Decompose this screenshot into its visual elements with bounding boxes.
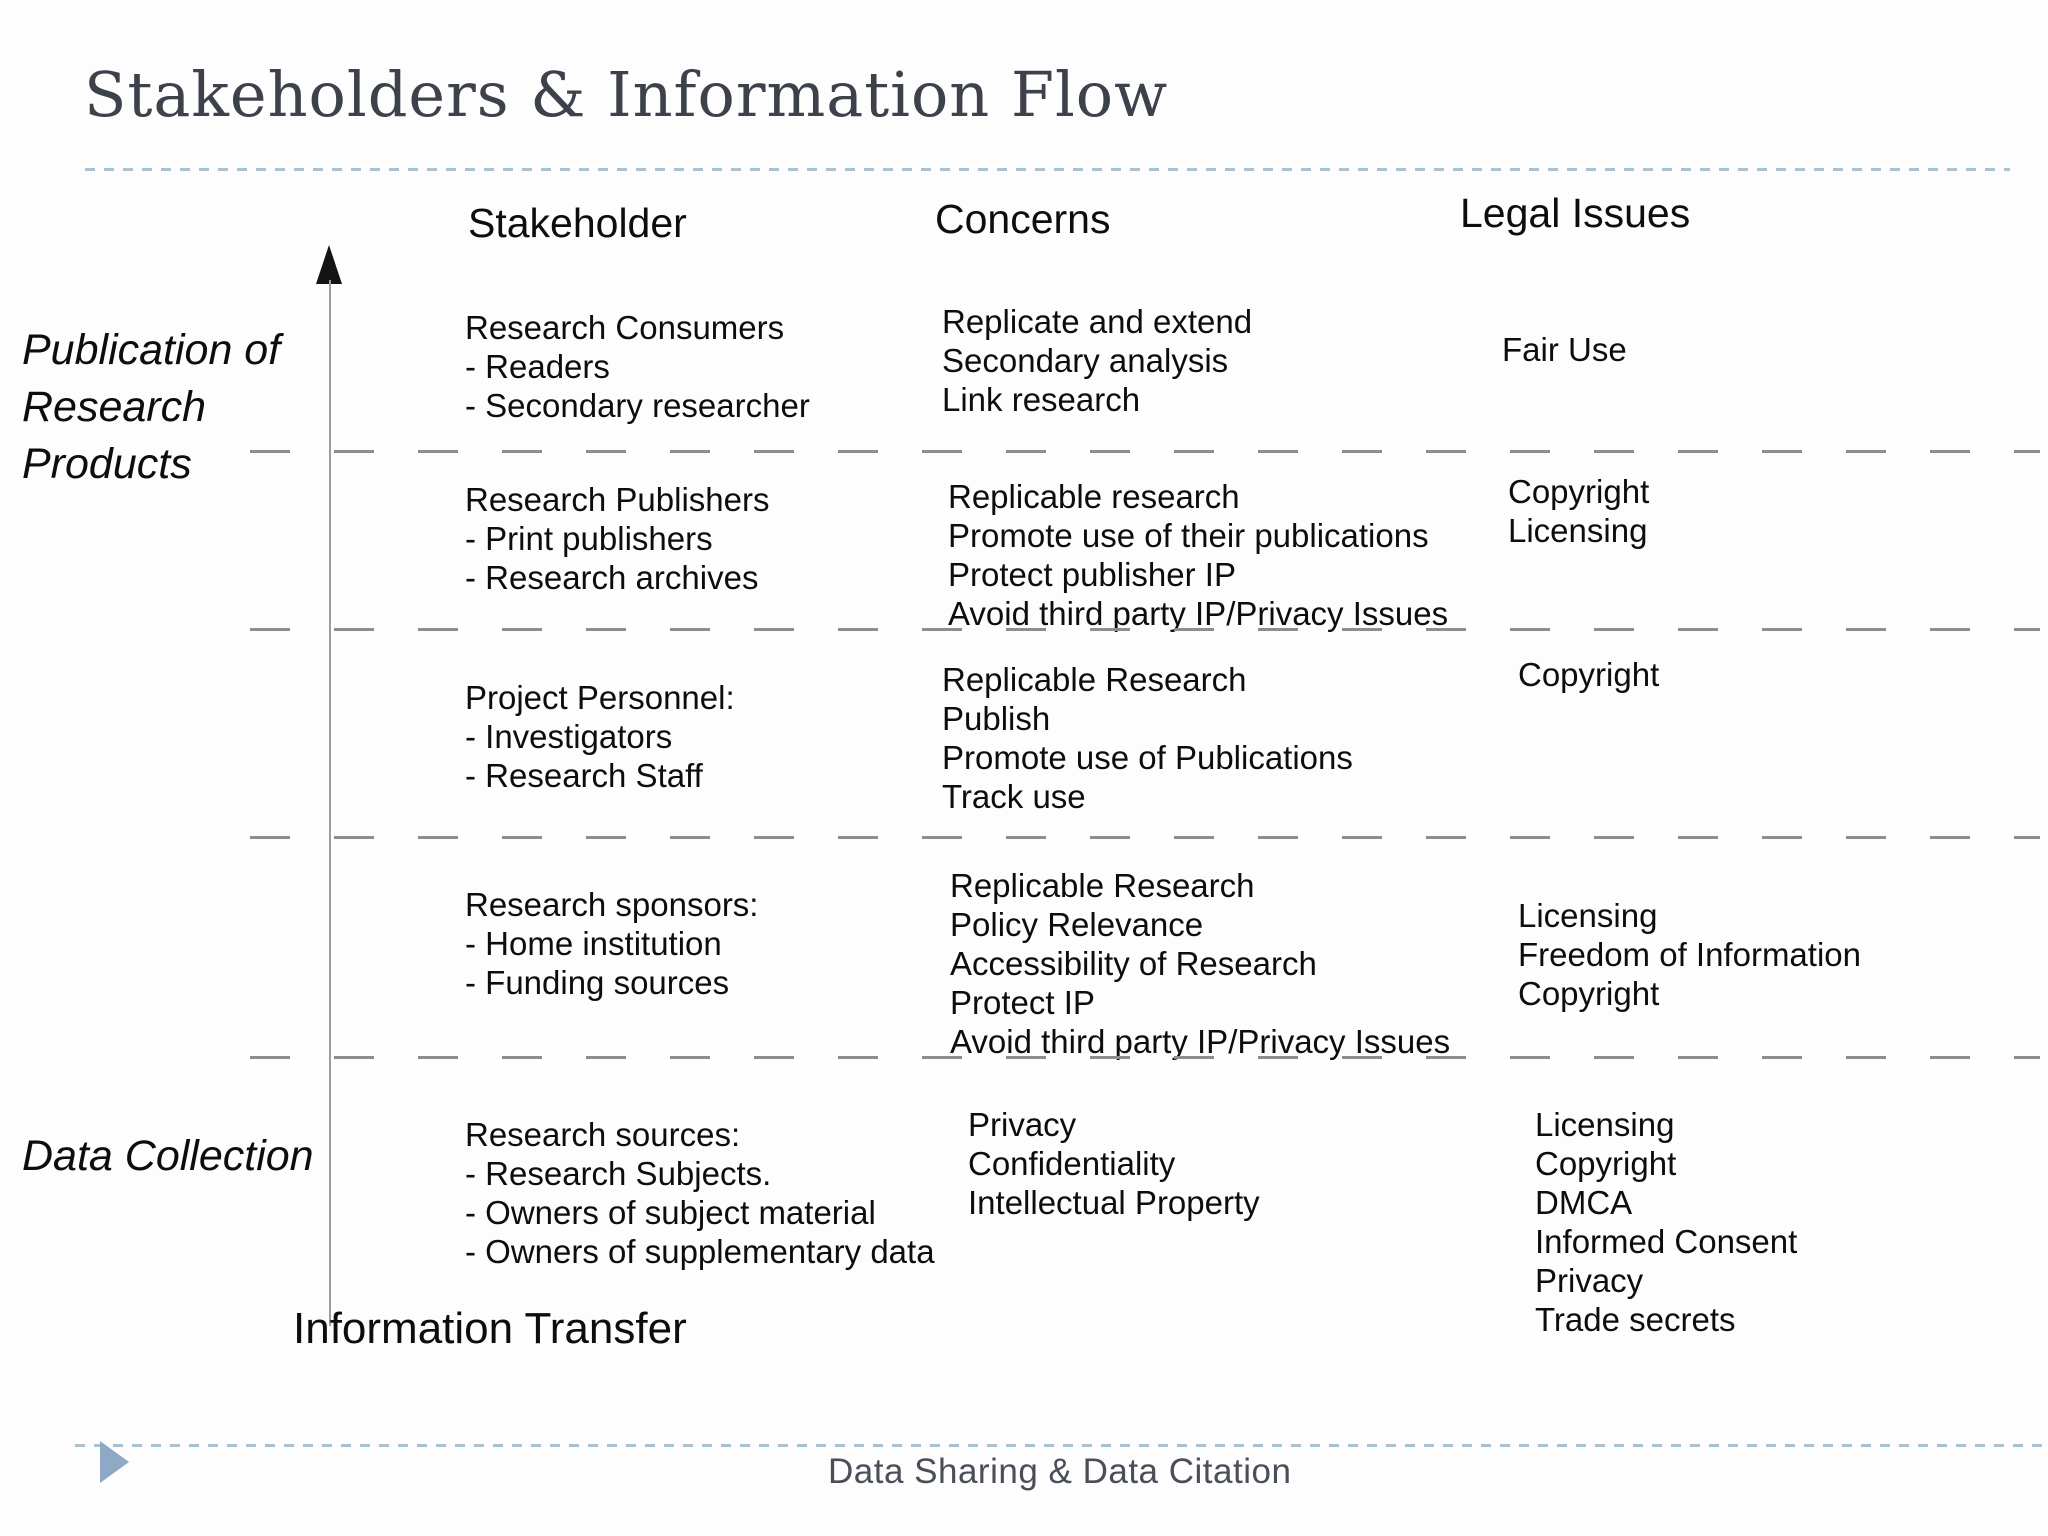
concerns-cell: Replicable Research Publish Promote use … xyxy=(942,661,1353,815)
stakeholder-cell: Project Personnel: - Investigators - Res… xyxy=(465,679,735,794)
row-separator xyxy=(250,628,2040,631)
up-arrow-icon xyxy=(316,245,342,284)
axis-label-data-collection: Data Collection xyxy=(22,1132,314,1180)
row-separator xyxy=(250,1056,2040,1059)
title-divider xyxy=(85,168,2010,171)
footer-divider xyxy=(75,1444,2048,1447)
stakeholder-cell: Research Publishers - Print publishers -… xyxy=(465,481,770,596)
legal-cell: Fair Use xyxy=(1502,331,1627,368)
legal-cell: Licensing Freedom of Information Copyrig… xyxy=(1518,897,1861,1012)
legal-cell: Licensing Copyright DMCA Informed Consen… xyxy=(1535,1106,1798,1338)
concerns-cell: Replicable Research Policy Relevance Acc… xyxy=(950,867,1451,1060)
concerns-cell: Replicable research Promote use of their… xyxy=(948,478,1449,632)
axis-caption-information-transfer: Information Transfer xyxy=(293,1304,687,1353)
legal-cell: Copyright Licensing xyxy=(1508,473,1650,549)
axis-label-publication: Publication of Research Products xyxy=(22,326,281,488)
column-header-stakeholder: Stakeholder xyxy=(468,200,687,246)
concerns-cell: Replicate and extend Secondary analysis … xyxy=(942,303,1253,418)
column-header-concerns: Concerns xyxy=(935,196,1111,242)
row-separator xyxy=(250,836,2040,839)
stakeholder-cell: Research sponsors: - Home institution - … xyxy=(465,886,759,1001)
triangle-bullet-icon xyxy=(100,1441,129,1483)
arrow-shaft xyxy=(329,280,331,1326)
stakeholder-cell: Research Consumers - Readers - Secondary… xyxy=(465,309,810,424)
footer-title: Data Sharing & Data Citation xyxy=(828,1452,1292,1491)
column-header-legal-issues: Legal Issues xyxy=(1460,190,1691,236)
row-separator xyxy=(250,450,2040,453)
stakeholder-cell: Research sources: - Research Subjects. -… xyxy=(465,1116,935,1270)
concerns-cell: Privacy Confidentiality Intellectual Pro… xyxy=(968,1106,1260,1221)
page-title: Stakeholders & Information Flow xyxy=(84,58,1169,131)
legal-cell: Copyright xyxy=(1518,656,1660,693)
